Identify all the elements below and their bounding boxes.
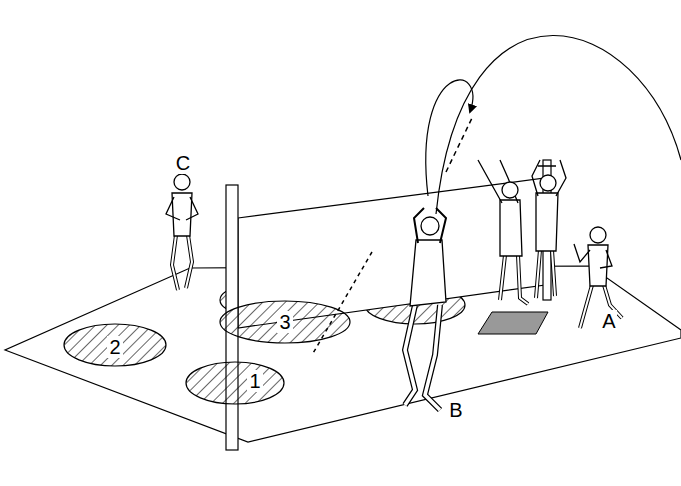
zone-number: 3 [277,311,292,333]
player-label: A [601,310,616,332]
ball-path [426,80,473,196]
zone-number: 2 [107,336,122,358]
zone-ellipse [185,361,285,405]
target-zone: 1 [185,361,285,405]
player-figure [166,174,198,290]
target-zone: 3 [219,300,351,344]
player-label: C [175,152,191,174]
player-figure [405,208,446,410]
player-figure [532,160,566,298]
zone-number: 1 [247,370,262,392]
mat [478,312,548,334]
player-figure [478,160,528,304]
target-zone: 2 [63,323,167,367]
ball-path [436,35,681,214]
attack-line [446,118,472,172]
player-label: B [448,399,463,421]
